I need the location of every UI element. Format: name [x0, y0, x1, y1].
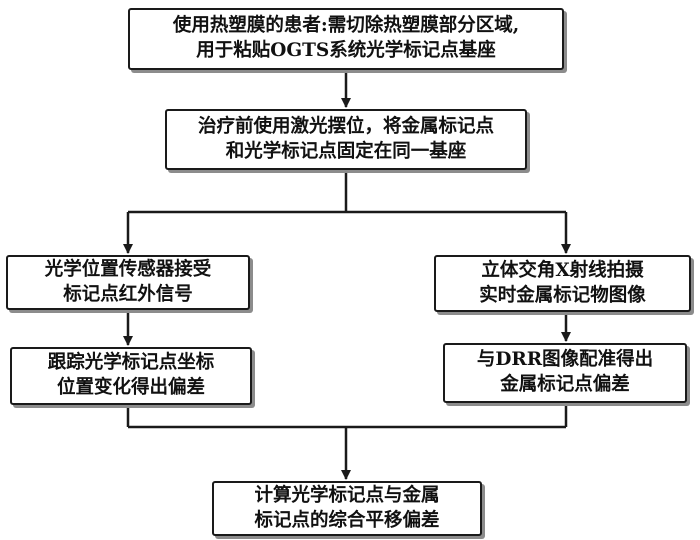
node-line: 金属标记点偏差	[500, 374, 630, 395]
node-drr-registration: 与DRR图像配准得出 金属标记点偏差	[443, 343, 687, 403]
node-combined-offset: 计算光学标记点与金属 标记点的综合平移偏差	[212, 481, 482, 536]
node-line: 用于粘贴OGTS系统光学标记点基座	[196, 40, 496, 61]
node-stereo-xray: 立体交角X射线拍摄 实时金属标记物图像	[434, 255, 691, 312]
node-line: 与DRR图像配准得出	[476, 349, 654, 371]
node-line: 跟踪光学标记点坐标	[47, 352, 215, 374]
node-line: 位置变化得出偏差	[56, 377, 205, 398]
node-optical-sensor: 光学位置传感器接受 标记点红外信号	[6, 255, 250, 310]
node-patient-thermoplastic-mask: 使用热塑膜的患者:需切除热塑膜部分区域, 用于粘贴OGTS系统光学标记点基座	[128, 8, 564, 70]
node-line: 实时金属标记物图像	[479, 284, 646, 306]
node-line: 和光学标记点固定在同一基座	[225, 140, 467, 162]
node-line: 标记点红外信号	[63, 283, 193, 305]
node-line: 使用热塑膜的患者:需切除热塑膜部分区域,	[172, 15, 520, 37]
node-line: 立体交角X射线拍摄	[481, 259, 644, 281]
node-line: 治疗前使用激光摆位，将金属标记点	[197, 115, 494, 137]
node-laser-positioning: 治疗前使用激光摆位，将金属标记点 和光学标记点固定在同一基座	[165, 109, 527, 170]
node-line: 计算光学标记点与金属	[254, 484, 440, 506]
node-line: 标记点的综合平移偏差	[254, 509, 440, 531]
node-track-optical-markers: 跟踪光学标记点坐标 位置变化得出偏差	[10, 347, 252, 405]
node-line: 光学位置传感器接受	[44, 258, 212, 280]
